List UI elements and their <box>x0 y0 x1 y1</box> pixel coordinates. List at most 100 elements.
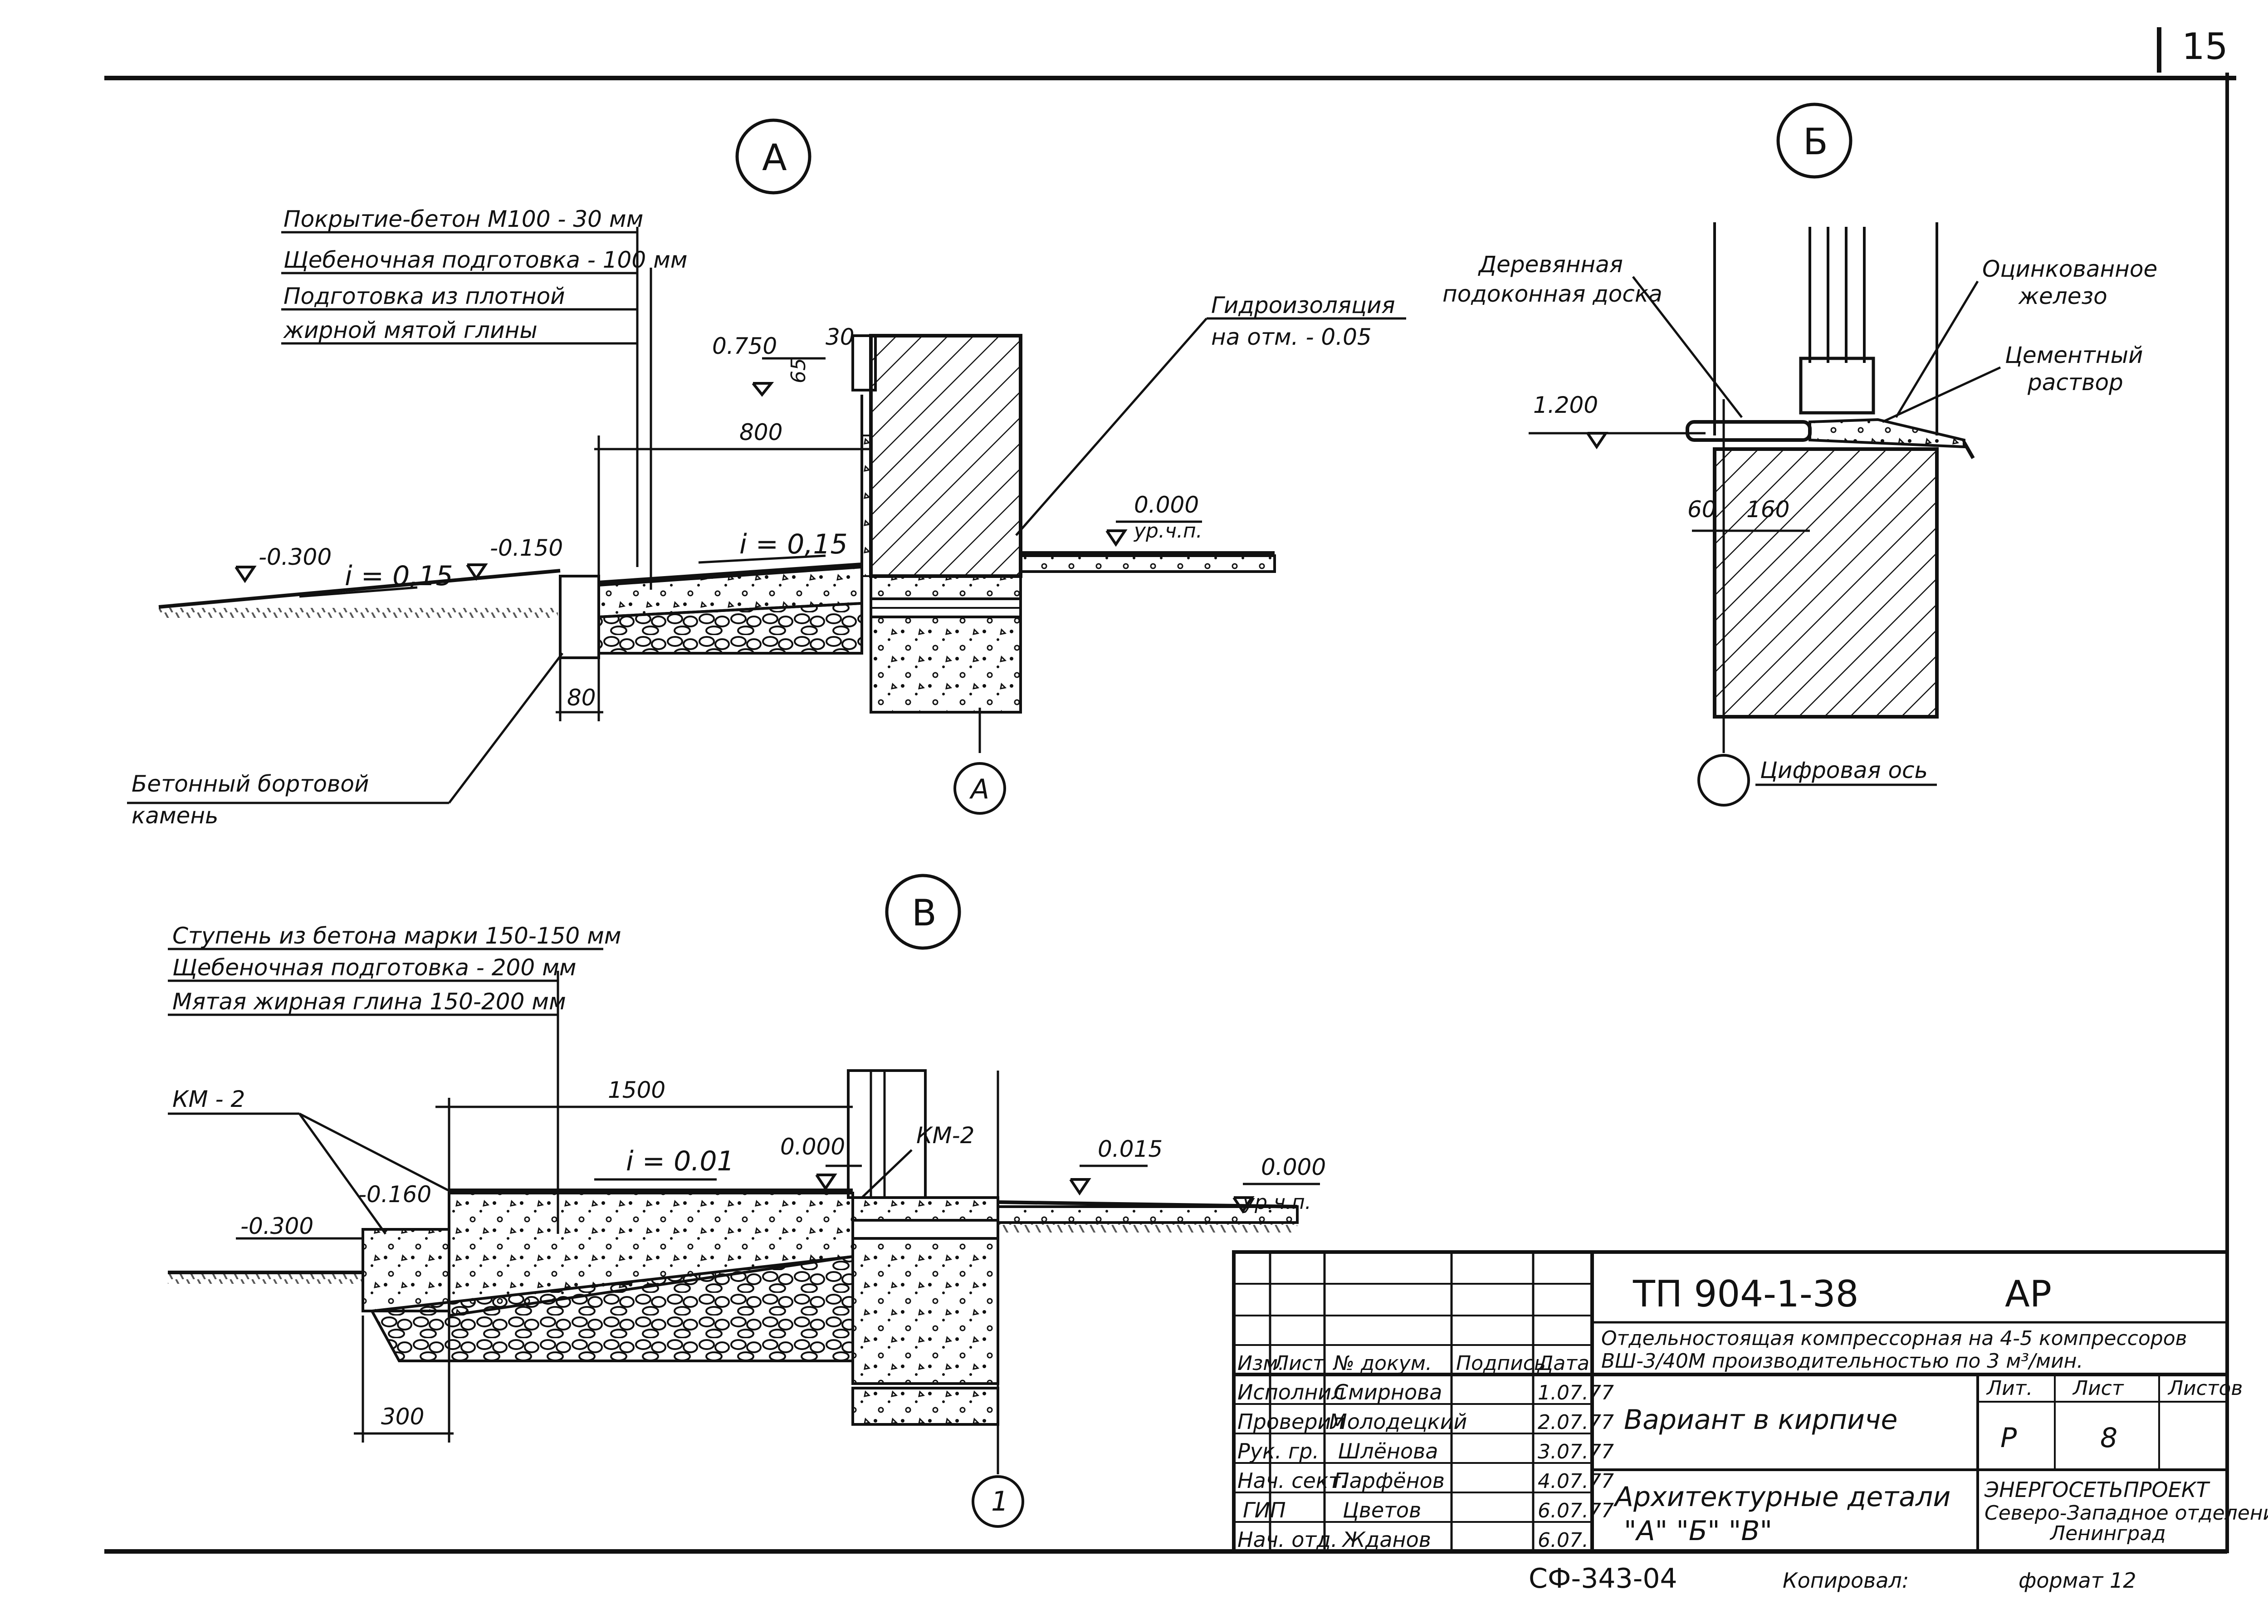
row-1-name: Смирнова <box>1334 1380 1442 1404</box>
row-1-role: Исполнил <box>1237 1380 1345 1404</box>
detail-a-dim-2: 65 <box>787 358 810 383</box>
row-3-date: 3.07.77 <box>1538 1440 1614 1463</box>
org-2: Северо-Западное отделение <box>1984 1502 2268 1525</box>
detail-v-marker <box>885 874 961 950</box>
detail-v-elev-3: 0.000 <box>780 1134 845 1160</box>
row-2-date: 2.07.77 <box>1538 1411 1614 1434</box>
row-6-date: 6.07. <box>1538 1529 1589 1552</box>
sheet-number: 15 <box>2182 25 2228 68</box>
archive-number: СФ-343-04 <box>1529 1563 1677 1595</box>
detail-b-labels: Деревянная подоконная доска Оцинкованное… <box>1442 251 2157 423</box>
detail-v-elev-4: 0.015 <box>1098 1136 1163 1162</box>
lit-hdr: Лит. <box>1986 1377 2033 1400</box>
hdr-list: Лист <box>1273 1352 1325 1375</box>
hdr-izm: Изм. <box>1237 1352 1285 1375</box>
curb-stone <box>559 575 600 659</box>
detail-v-marker-label: В <box>912 892 937 934</box>
detail-a-layer-3: Подготовка из плотной <box>284 283 565 309</box>
hdr-date: Дата <box>1537 1352 1589 1375</box>
detail-v: В Ступень из бетона марки 150-150 мм Щеб… <box>168 874 1326 1528</box>
detail-a-elev-1: 0.750 <box>712 333 777 359</box>
detail-a-layer-notes: Покрытие-бетон М100 - 30 мм Щебеночная п… <box>281 206 688 590</box>
row-6-role: Нач. отд. <box>1237 1527 1338 1552</box>
detail-a-layer-2: Щебеночная подготовка - 100 мм <box>284 247 688 273</box>
detail-b-right2-2: раствор <box>2027 369 2123 396</box>
detail-v-elev-5-sub: ур.ч.п. <box>1242 1191 1311 1214</box>
detail-v-dim-2: 300 <box>381 1404 424 1430</box>
detail-b-left-1: Деревянная <box>1478 251 1623 278</box>
row-4-date: 4.07.77 <box>1538 1470 1614 1493</box>
detail-a: А Покрытие-бетон М100 - 30 мм Щебеночная… <box>127 118 1406 829</box>
detail-b-right1-2: железо <box>2018 283 2107 309</box>
detail-v-layer-3: Мятая жирная глина 150-200 мм <box>172 988 566 1015</box>
variant-label: Вариант в кирпиче <box>1624 1404 1897 1436</box>
title-block-header-row: Изм. Лист № докум. Подпись Дата <box>1237 1352 1589 1375</box>
list-val: 8 <box>2100 1422 2117 1454</box>
detail-a-dim-4: 80 <box>567 685 596 711</box>
detail-v-layer-1: Ступень из бетона марки 150-150 мм <box>172 923 621 949</box>
row-4-name: Парфёнов <box>1334 1468 1445 1493</box>
list-hdr: Лист <box>2072 1377 2124 1400</box>
detail-v-km-1: КМ - 2 <box>172 1086 245 1112</box>
project-desc-1: Отдельностоящая компрессорная на 4-5 ком… <box>1601 1327 2187 1350</box>
detail-v-slope: i = 0.01 <box>626 1145 734 1177</box>
hdr-doc: № докум. <box>1332 1352 1432 1375</box>
project-code: ТП 904-1-38 <box>1633 1273 1859 1315</box>
detail-b-right1-1: Оцинкованное <box>1982 256 2157 282</box>
project-desc-2: ВШ-3/40М производительностью по 3 м³/мин… <box>1601 1350 2083 1373</box>
detail-b-dim-2: 160 <box>1746 496 1789 523</box>
detail-v-layer-2: Щебеночная подготовка - 200 мм <box>172 954 577 981</box>
detail-v-elev-1: -0.300 <box>240 1213 313 1239</box>
detail-b-right2-1: Цементный <box>2005 342 2143 368</box>
detail-a-layer-1: Покрытие-бетон М100 - 30 мм <box>284 206 643 232</box>
detail-v-elev-5: 0.000 <box>1261 1154 1326 1180</box>
detail-a-slope-2: i = 0,15 <box>739 528 848 560</box>
detail-b: Б Деревянная подоконная доска Оцинкованн… <box>1442 103 2157 807</box>
hdr-sign: Подпись <box>1456 1352 1546 1375</box>
detail-b-marker-label: Б <box>1803 121 1828 163</box>
wall-section <box>869 334 1022 578</box>
row-6-name: Жданов <box>1341 1527 1431 1552</box>
detail-b-marker <box>1776 103 1853 179</box>
detail-a-marker <box>735 118 811 195</box>
detail-a-curb-2: камень <box>132 802 218 829</box>
detail-a-axis-label: А <box>969 773 989 805</box>
detail-a-dimensions: 30 65 800 80 <box>556 324 871 721</box>
detail-a-hydro-1: Гидроизоляция <box>1211 292 1395 318</box>
copied-by: Копировал: <box>1783 1568 1909 1593</box>
row-3-role: Рук. гр. <box>1237 1439 1319 1463</box>
lit-val: Р <box>2000 1422 2017 1454</box>
detail-a-elev-4-sub: ур.ч.п. <box>1133 519 1202 543</box>
drawing-mark: АР <box>2005 1273 2052 1315</box>
detail-a-elev-2: -0.300 <box>259 544 332 570</box>
detail-v-axis-marker <box>972 1475 1024 1528</box>
row-1-date: 1.07.77 <box>1538 1381 1614 1404</box>
detail-a-elev-3: -0.150 <box>490 535 563 561</box>
sheet-name-1: Архитектурные детали <box>1613 1481 1950 1513</box>
detail-a-elevations: 0.750 -0.300 -0.150 0.000 ур.ч.п. <box>235 333 1202 583</box>
detail-a-layer-4: жирной мятой глины <box>283 317 538 343</box>
detail-b-dim-1: 60 <box>1687 496 1716 523</box>
detail-b-axis-marker <box>1697 754 1750 807</box>
detail-a-curb-1: Бетонный бортовой <box>132 771 369 797</box>
title-block: Изм. Лист № докум. Подпись Дата Исполнил… <box>1232 1250 2268 1553</box>
detail-a-dim-3: 800 <box>739 419 782 445</box>
row-5-role: ГИП <box>1243 1498 1286 1522</box>
detail-v-elev-2: -0.160 <box>358 1181 431 1208</box>
paper-format: формат 12 <box>2019 1568 2136 1593</box>
row-5-date: 6.07.77 <box>1538 1499 1614 1522</box>
org-1: ЭНЕРГОСЕТЬПРОЕКТ <box>1984 1477 2210 1502</box>
row-2-role: Проверил <box>1237 1409 1344 1434</box>
detail-a-slope-1: i = 0,15 <box>345 560 453 592</box>
row-3-name: Шлёнова <box>1338 1439 1438 1463</box>
org-3: Ленинград <box>2049 1522 2166 1545</box>
detail-v-elevations: -0.300 -0.160 0.000 0.015 0.000 ур.ч.п. <box>236 1134 1326 1240</box>
detail-v-km-2: КМ-2 <box>916 1122 975 1149</box>
listov-hdr: Листов <box>2167 1377 2243 1400</box>
row-5-name: Цветов <box>1343 1498 1421 1522</box>
detail-a-elev-4: 0.000 <box>1134 492 1199 518</box>
sheet-name-2: "А" "Б" "В" <box>1624 1515 1772 1547</box>
detail-v-axis-label: 1 <box>991 1486 1008 1517</box>
